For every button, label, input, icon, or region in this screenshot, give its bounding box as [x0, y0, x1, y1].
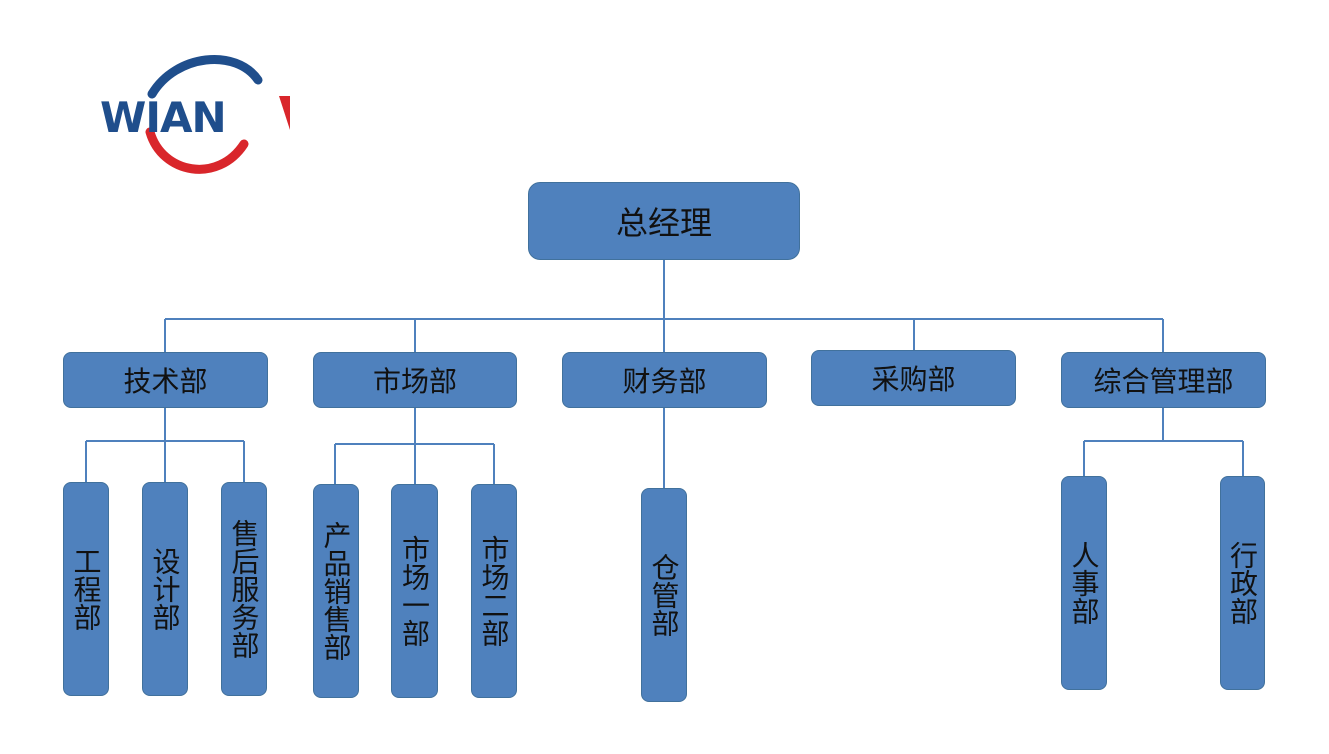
- sub-after-sales-label: 售后服务部: [227, 519, 261, 659]
- logo-text: WIAN: [100, 93, 226, 142]
- dept-purchase-label: 采购部: [871, 363, 956, 396]
- sub-design-box: 设计部: [142, 482, 188, 696]
- dept-admin-label: 综合管理部: [1093, 365, 1234, 398]
- dept-market-box: 市场部: [313, 352, 517, 408]
- sub-hr-box: 人事部: [1061, 476, 1107, 690]
- sub-product-sales-box: 产品销售部: [313, 484, 359, 698]
- dept-finance-label: 财务部: [622, 365, 707, 398]
- sub-market-1-label: 市场一部: [398, 535, 431, 647]
- wian-logo: WIAN: [100, 55, 290, 174]
- logo-blue-arc: [147, 55, 263, 99]
- sub-engineering-label: 工程部: [69, 547, 103, 631]
- sub-product-sales-label: 产品销售部: [319, 521, 353, 661]
- general-manager-box: 总经理: [528, 182, 800, 260]
- sub-warehouse-box: 仓管部: [641, 488, 687, 702]
- dept-purchase-box: 采购部: [811, 350, 1016, 406]
- dept-admin-box: 综合管理部: [1061, 352, 1266, 408]
- general-manager-label: 总经理: [615, 204, 712, 242]
- sub-design-label: 设计部: [148, 547, 182, 631]
- sub-after-sales-box: 售后服务部: [221, 482, 267, 696]
- dept-finance-box: 财务部: [562, 352, 767, 408]
- sub-administration-label: 行政部: [1226, 541, 1259, 625]
- sub-warehouse-label: 仓管部: [647, 553, 681, 637]
- logo-red-corner: [279, 96, 290, 130]
- sub-hr-label: 人事部: [1067, 541, 1101, 625]
- logo-red-arc: [145, 127, 249, 174]
- dept-market-label: 市场部: [372, 365, 457, 398]
- dept-tech-box: 技术部: [63, 352, 268, 408]
- sub-market-2-label: 市场二部: [477, 535, 511, 647]
- sub-administration-box: 行政部: [1220, 476, 1265, 690]
- sub-market-1-box: 市场一部: [391, 484, 438, 698]
- sub-engineering-box: 工程部: [63, 482, 109, 696]
- dept-tech-label: 技术部: [123, 365, 208, 398]
- sub-market-2-box: 市场二部: [471, 484, 517, 698]
